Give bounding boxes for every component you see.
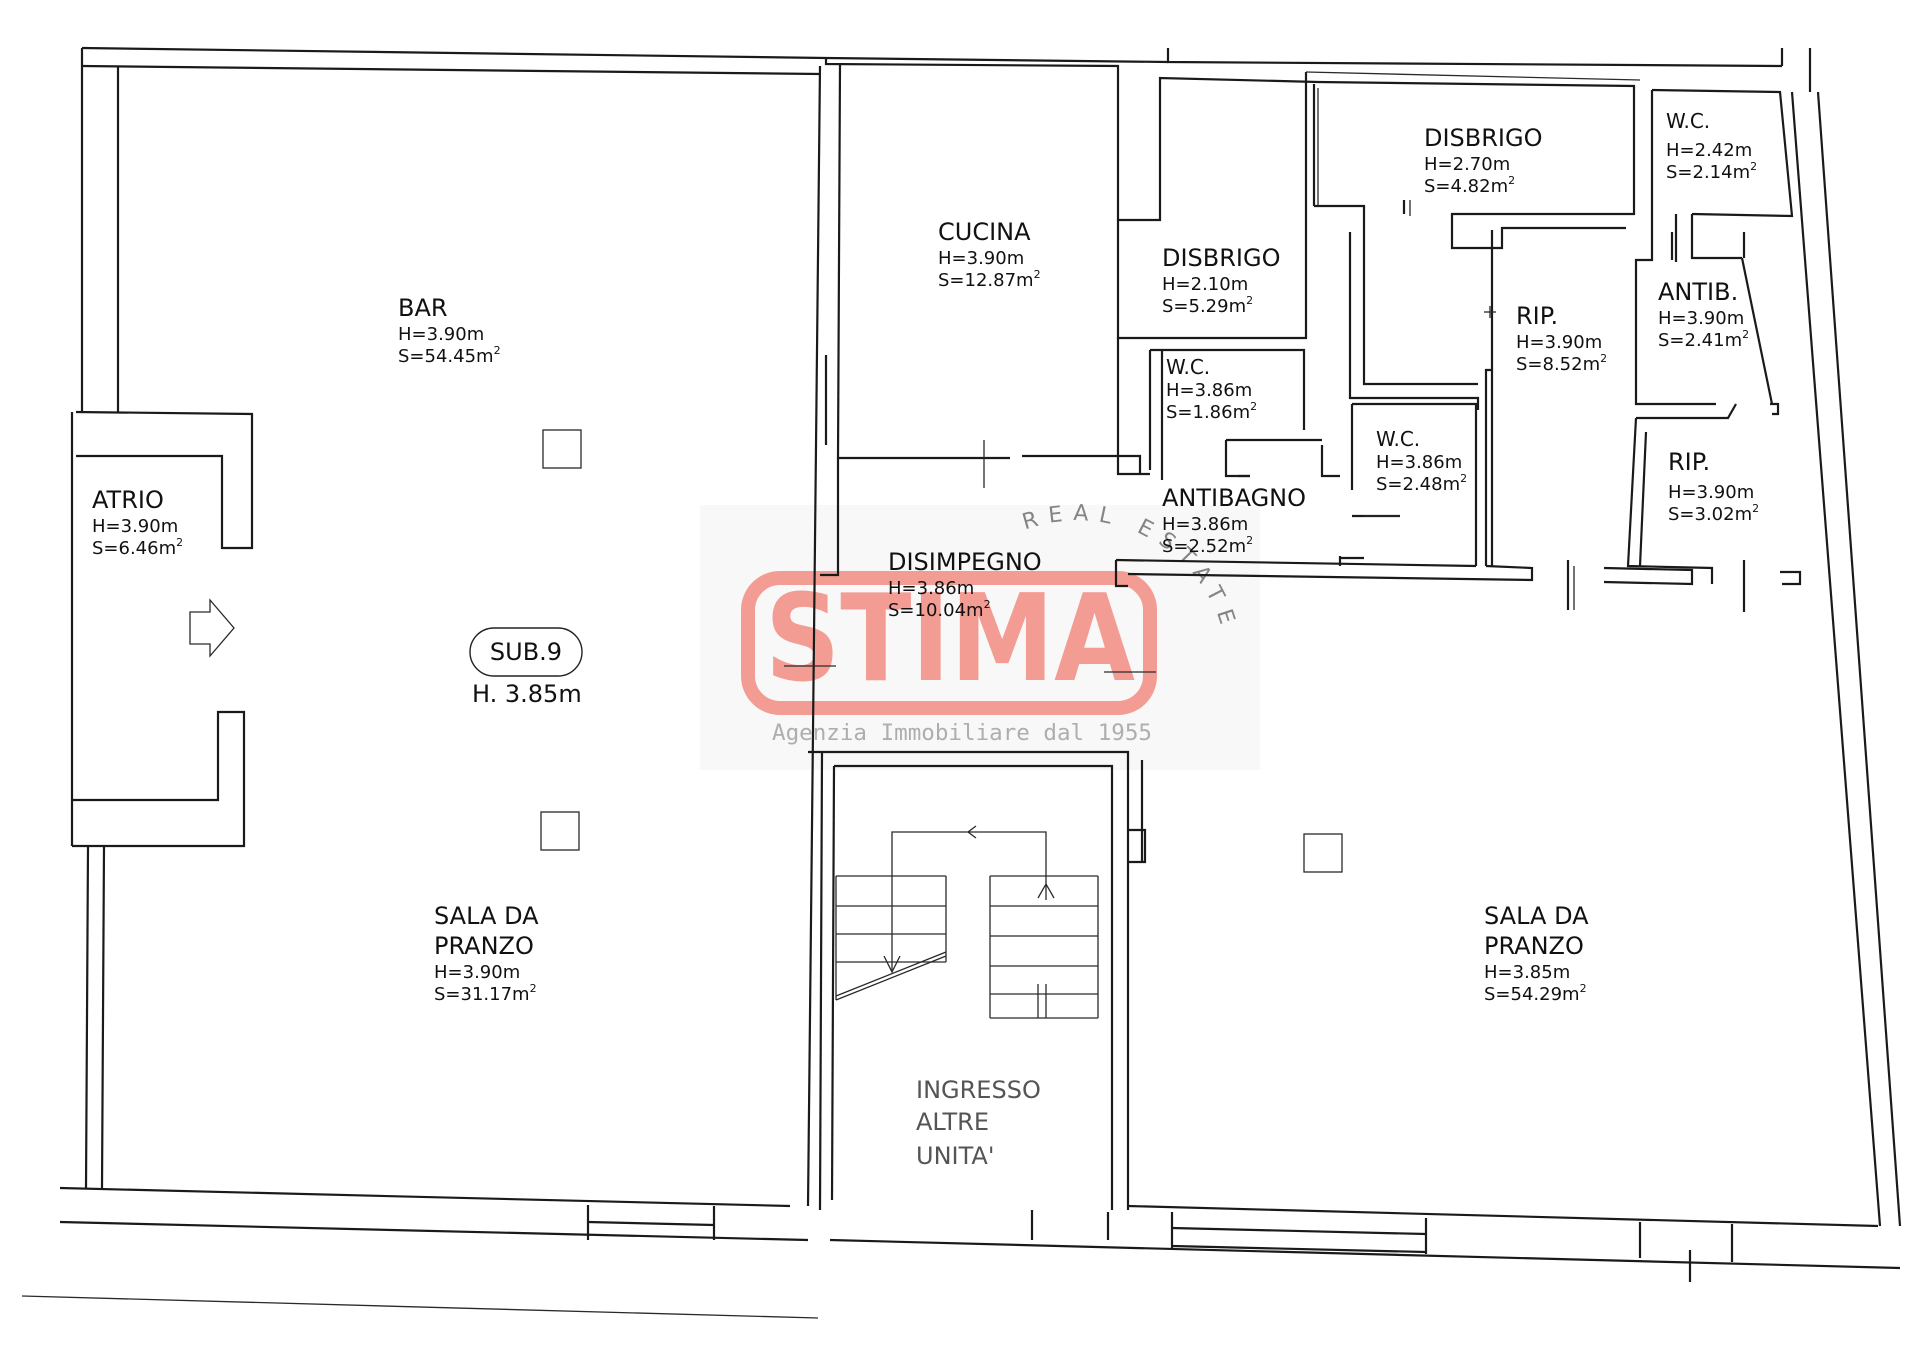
room-name-line2: PRANZO bbox=[1484, 932, 1584, 960]
room-sala-2: SALA DA PRANZO H=3.85m S=54.29m2 bbox=[1484, 902, 1589, 1005]
room-disimpegno: DISIMPEGNO H=3.86m S=10.04m2 bbox=[888, 548, 1042, 621]
watermark-brand: STIMA bbox=[765, 570, 1135, 709]
room-area: S=10.04m2 bbox=[888, 598, 991, 621]
room-bar: BAR H=3.90m S=54.45m2 bbox=[398, 294, 501, 367]
room-area: S=31.17m2 bbox=[434, 982, 537, 1005]
room-area: S=12.87m2 bbox=[938, 268, 1041, 291]
room-area: S=2.48m2 bbox=[1376, 472, 1467, 495]
watermark-frame bbox=[741, 571, 1157, 715]
room-name: CUCINA bbox=[938, 218, 1031, 246]
sub-badge: SUB.9 H. 3.85m bbox=[469, 627, 583, 708]
room-antib: ANTIB. H=3.90m S=2.41m2 bbox=[1658, 278, 1749, 351]
room-rip-1: RIP. H=3.90m S=8.52m2 bbox=[1516, 302, 1607, 375]
room-area: S=8.52m2 bbox=[1516, 352, 1607, 375]
room-area: S=54.29m2 bbox=[1484, 982, 1587, 1005]
room-name: W.C. bbox=[1666, 109, 1710, 133]
room-height: H=2.70m bbox=[1424, 154, 1510, 175]
room-name: DISBRIGO bbox=[1162, 244, 1281, 272]
stair-arrow-head-icon bbox=[1037, 882, 1055, 899]
ingresso-line1: INGRESSO bbox=[916, 1076, 1041, 1104]
room-height: H=3.90m bbox=[398, 324, 484, 345]
room-name: ANTIB. bbox=[1658, 278, 1738, 306]
ingresso-label: INGRESSO ALTRE UNITA' bbox=[916, 1076, 1041, 1170]
room-name: SALA DA bbox=[1484, 902, 1589, 930]
room-height: H=3.85m bbox=[1484, 962, 1570, 983]
room-wc-2: W.C. H=3.86m S=1.86m2 bbox=[1166, 355, 1257, 423]
room-height: H=2.42m bbox=[1666, 140, 1752, 161]
room-area: S=3.02m2 bbox=[1668, 502, 1759, 525]
room-height: H=3.90m bbox=[434, 962, 520, 983]
room-name-line2: PRANZO bbox=[434, 932, 534, 960]
room-height: H=2.10m bbox=[1162, 274, 1248, 295]
room-disbrigo-2: DISBRIGO H=2.10m S=5.29m2 bbox=[1162, 244, 1281, 317]
pillar bbox=[540, 811, 580, 851]
room-name: SALA DA bbox=[434, 902, 539, 930]
ingresso-line3: UNITA' bbox=[916, 1142, 994, 1170]
entrance-arrow-icon bbox=[189, 598, 235, 658]
room-wc-3: W.C. H=3.86m S=2.48m2 bbox=[1376, 427, 1467, 495]
room-wc-1: W.C. H=2.42m S=2.14m2 bbox=[1666, 109, 1757, 183]
room-atrio: ATRIO H=3.90m S=6.46m2 bbox=[92, 486, 183, 559]
pillar bbox=[542, 429, 582, 469]
room-area: S=54.45m2 bbox=[398, 344, 501, 367]
room-area: S=2.41m2 bbox=[1658, 328, 1749, 351]
room-name: RIP. bbox=[1516, 302, 1558, 330]
room-area: S=4.82m2 bbox=[1424, 174, 1515, 197]
room-disbrigo-1: DISBRIGO H=2.70m S=4.82m2 bbox=[1424, 124, 1543, 197]
room-name: W.C. bbox=[1166, 355, 1210, 379]
room-antibagno: ANTIBAGNO H=3.86m S=2.52m2 bbox=[1162, 484, 1306, 557]
room-name: RIP. bbox=[1668, 448, 1710, 476]
room-area: S=1.86m2 bbox=[1166, 400, 1257, 423]
room-name: ANTIBAGNO bbox=[1162, 484, 1306, 512]
sub-label: SUB.9 bbox=[490, 638, 562, 666]
sub-height: H. 3.85m bbox=[472, 680, 582, 708]
pillar bbox=[1303, 833, 1343, 873]
stair-treads bbox=[835, 875, 1099, 1019]
room-name: W.C. bbox=[1376, 427, 1420, 451]
walls bbox=[59, 46, 1902, 1282]
room-sala-1: SALA DA PRANZO H=3.90m S=31.17m2 bbox=[434, 902, 539, 1005]
room-height: H=3.86m bbox=[1166, 380, 1252, 401]
watermark-tagline: Agenzia Immobiliare dal 1955 bbox=[772, 721, 1152, 746]
room-height: H=3.90m bbox=[1668, 482, 1754, 503]
stair-direction-arrow bbox=[891, 831, 1047, 970]
room-area: S=2.14m2 bbox=[1666, 160, 1757, 183]
stair-arrow-head-icon bbox=[883, 955, 901, 974]
ingresso-line2: ALTRE bbox=[916, 1108, 989, 1136]
details bbox=[21, 71, 1641, 1319]
room-cucina: CUCINA H=3.90m S=12.87m2 bbox=[938, 218, 1041, 291]
room-name: DISBRIGO bbox=[1424, 124, 1543, 152]
room-area: S=2.52m2 bbox=[1162, 534, 1253, 557]
room-height: H=3.86m bbox=[1376, 452, 1462, 473]
room-height: H=3.90m bbox=[1658, 308, 1744, 329]
room-rip-2: RIP. H=3.90m S=3.02m2 bbox=[1668, 448, 1759, 525]
room-height: H=3.90m bbox=[1516, 332, 1602, 353]
room-height: H=3.90m bbox=[938, 248, 1024, 269]
room-area: S=5.29m2 bbox=[1162, 294, 1253, 317]
room-height: H=3.86m bbox=[888, 578, 974, 599]
room-height: H=3.86m bbox=[1162, 514, 1248, 535]
room-name: BAR bbox=[398, 294, 448, 322]
room-height: H=3.90m bbox=[92, 516, 178, 537]
watermark: STIMA Agenzia Immobiliare dal 1955 REAL … bbox=[700, 501, 1260, 770]
room-name: DISIMPEGNO bbox=[888, 548, 1042, 576]
room-name: ATRIO bbox=[92, 486, 164, 514]
stair-arrow-head-icon bbox=[966, 825, 977, 839]
room-area: S=6.46m2 bbox=[92, 536, 183, 559]
